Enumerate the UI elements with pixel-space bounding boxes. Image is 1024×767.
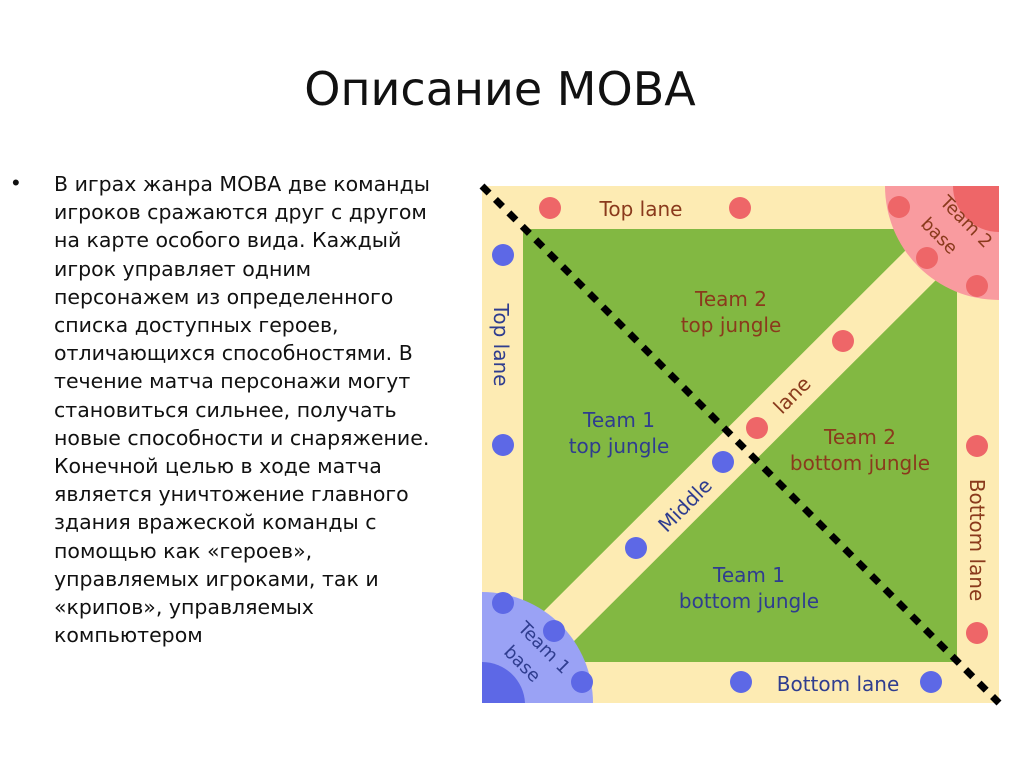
label-bottom-lane-right: Bottom lane [965, 479, 989, 602]
label-top-lane-top: Top lane [599, 197, 683, 221]
team1-base [482, 592, 593, 703]
team2-towers [539, 196, 988, 644]
label-team2-top-jungle-line2: top jungle [681, 313, 782, 337]
label-team1-bottom-jungle-line2: bottom jungle [679, 589, 819, 613]
slide-title: Описание MOBA [304, 62, 696, 116]
label-top-lane-left: Top lane [489, 303, 513, 387]
moba-map: Top lane Top lane Bottom lane Bottom lan… [479, 183, 1002, 706]
label-team2-top-jungle-line1: Team 2 [694, 287, 767, 311]
bullet-text: В играх жанра MOBA две команды игроков с… [54, 172, 430, 648]
team1-towers [492, 244, 942, 693]
label-team2-bottom-jungle-line2: bottom jungle [790, 451, 930, 475]
label-team2-bottom-jungle-line1: Team 2 [823, 425, 896, 449]
label-team1-top-jungle-line1: Team 1 [582, 408, 655, 432]
team2-base [885, 186, 999, 300]
label-team1-bottom-jungle-line1: Team 1 [712, 563, 785, 587]
bullet-marker: • [12, 170, 20, 195]
label-team1-top-jungle-line2: top jungle [569, 434, 670, 458]
label-bottom-lane-bottom: Bottom lane [777, 672, 900, 696]
river-line [479, 183, 1002, 706]
